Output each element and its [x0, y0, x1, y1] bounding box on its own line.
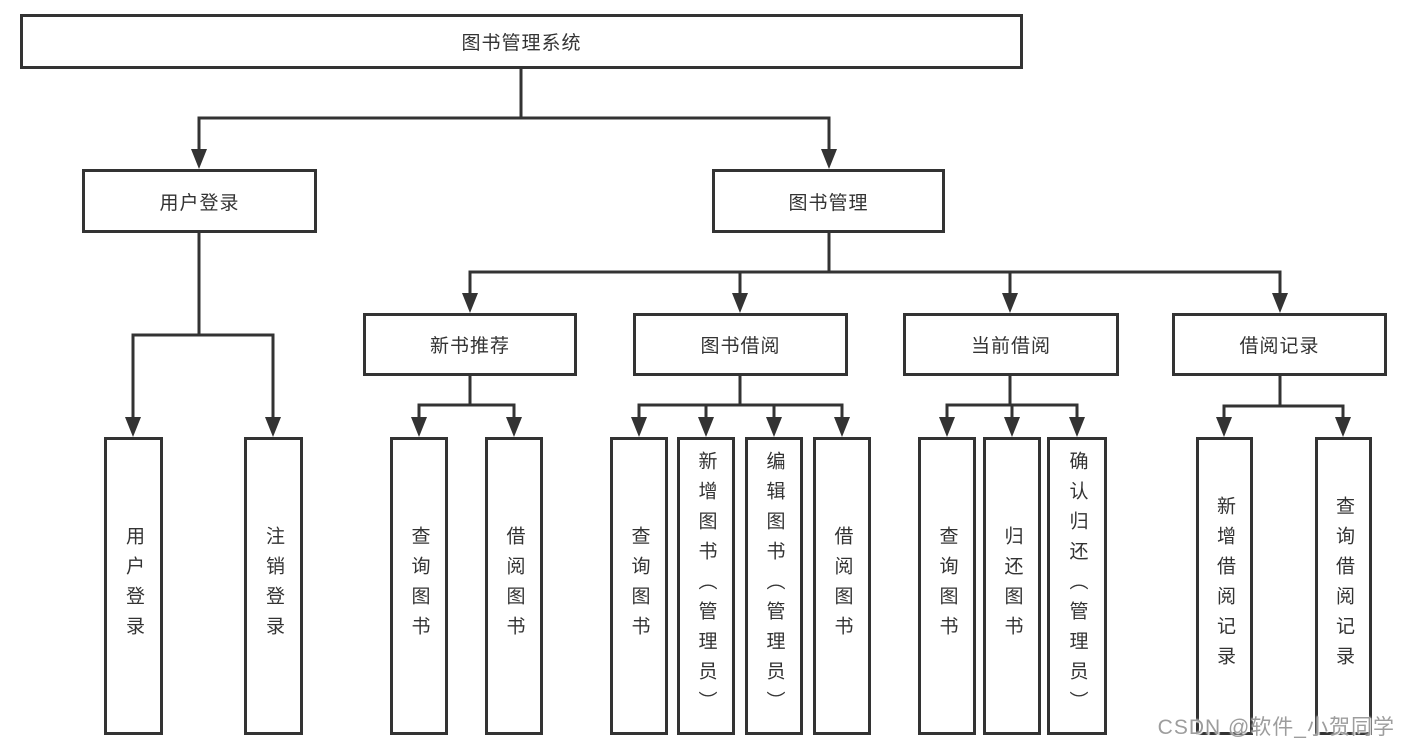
- connector-user-login-group: [131, 233, 275, 418]
- leaf-label: 注销登录: [263, 526, 284, 646]
- leaf-query-borrow-record: 查询借阅记录: [1315, 437, 1372, 735]
- leaf-label: 借阅图书: [831, 526, 853, 646]
- leaf-label: 确认归还（管理员）: [1066, 451, 1088, 721]
- leaf-query-books-3: 查询图书: [918, 437, 976, 735]
- node-current-borrow: 当前借阅: [903, 313, 1119, 376]
- leaf-label: 查询借阅记录: [1333, 496, 1354, 676]
- leaf-borrow-books-2: 借阅图书: [813, 437, 871, 735]
- node-book-management: 图书管理: [712, 169, 945, 233]
- leaf-return-books: 归还图书: [983, 437, 1041, 735]
- leaf-add-books-admin: 新增图书（管理员）: [677, 437, 735, 735]
- node-label: 图书借阅: [700, 336, 781, 357]
- leaf-label: 查询图书: [408, 526, 430, 646]
- arrowheads-records-group: [1216, 417, 1351, 437]
- arrowheads-current-group: [939, 417, 1085, 437]
- connector-current-group: [945, 376, 1079, 418]
- leaf-label: 新增借阅记录: [1214, 496, 1235, 676]
- leaf-label: 查询图书: [936, 526, 958, 646]
- node-label: 当前借阅: [970, 336, 1051, 357]
- arrowheads-recommend-group: [411, 417, 522, 437]
- leaf-edit-books-admin: 编辑图书（管理员）: [745, 437, 803, 735]
- node-label: 新书推荐: [429, 336, 510, 357]
- leaf-query-books-1: 查询图书: [390, 437, 448, 735]
- leaf-label: 编辑图书（管理员）: [763, 451, 785, 721]
- leaf-query-books-2: 查询图书: [610, 437, 668, 735]
- node-library-management-system: 图书管理系统: [20, 14, 1023, 69]
- node-new-book-recommend: 新书推荐: [363, 313, 577, 376]
- node-label: 图书管理: [788, 192, 869, 214]
- arrowheads-borrow-group: [631, 417, 850, 437]
- arrowheads-level1: [191, 149, 837, 169]
- arrowheads-level2: [462, 293, 1288, 313]
- leaf-user-login: 用户登录: [104, 437, 163, 735]
- leaf-label: 用户登录: [123, 526, 144, 646]
- connector-borrow-group: [637, 376, 844, 418]
- leaf-confirm-return-admin: 确认归还（管理员）: [1047, 437, 1107, 735]
- leaf-label: 借阅图书: [503, 526, 525, 646]
- node-label: 用户登录: [159, 192, 240, 214]
- leaf-label: 查询图书: [628, 526, 650, 646]
- leaf-borrow-books-1: 借阅图书: [485, 437, 543, 735]
- connector-recommend-group: [417, 376, 516, 418]
- node-label: 借阅记录: [1239, 336, 1320, 357]
- csdn-watermark: CSDN @软件_小贺同学: [1157, 716, 1395, 739]
- leaf-add-borrow-record: 新增借阅记录: [1196, 437, 1253, 735]
- node-borrow-records: 借阅记录: [1172, 313, 1387, 376]
- node-label: 图书管理系统: [461, 33, 582, 54]
- connector-records-group: [1222, 376, 1345, 418]
- leaf-logout: 注销登录: [244, 437, 303, 735]
- node-user-login: 用户登录: [82, 169, 317, 233]
- leaf-label: 新增图书（管理员）: [695, 451, 717, 721]
- connector-book-mgmt-to-level2: [468, 233, 1282, 294]
- arrowheads-user-login-group: [125, 417, 281, 437]
- leaf-label: 归还图书: [1001, 526, 1023, 646]
- connector-root-to-level1: [197, 69, 831, 150]
- node-book-borrow: 图书借阅: [633, 313, 848, 376]
